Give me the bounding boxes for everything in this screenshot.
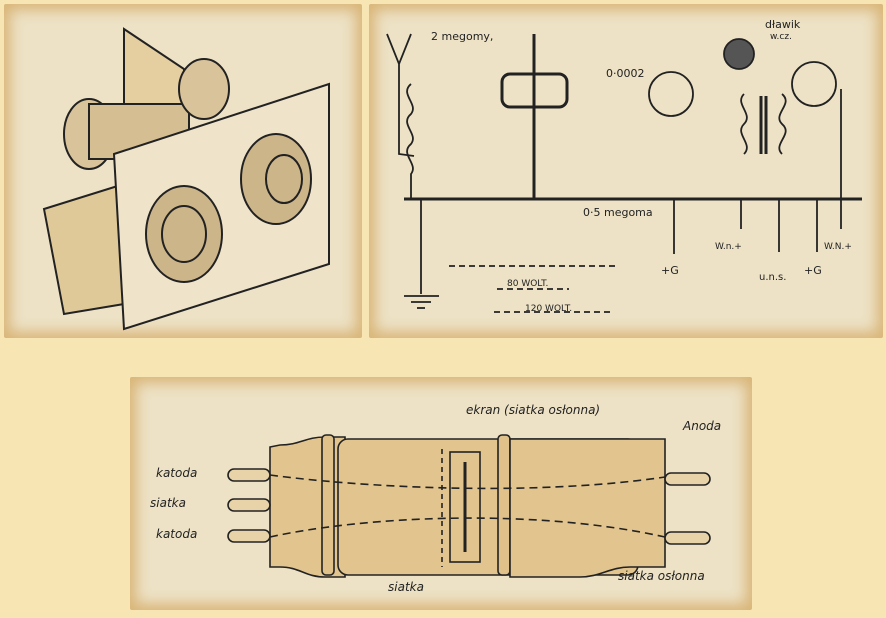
circuit-schematic-panel: 2 megomy, 0·0002 dławik w.cz. 0·5 megoma… xyxy=(369,4,883,338)
label-wcz: w.cz. xyxy=(770,32,792,42)
label-katoda-top: katoda xyxy=(156,466,198,480)
label-plus-g-2: +G xyxy=(804,264,822,277)
label-siatka-pin: siatka xyxy=(150,496,186,510)
label-capacitor-value: 0·0002 xyxy=(606,67,645,80)
label-wn-plus-2: W.N.+ xyxy=(824,242,852,252)
label-wn-plus-1: W.n.+ xyxy=(715,242,742,252)
schematic-drawing xyxy=(386,33,862,313)
label-2-megomy: 2 megomy, xyxy=(431,30,494,43)
apparatus-illustration-panel xyxy=(4,4,362,338)
label-anoda: Anoda xyxy=(683,419,722,433)
apparatus-drawing xyxy=(42,27,330,331)
tube-drawing xyxy=(227,434,711,578)
label-ekran: ekran (siatka osłonna) xyxy=(466,403,601,417)
label-siatka-oslonna: siatka osłonna xyxy=(618,569,705,583)
label-plus-g-1: +G xyxy=(661,264,679,277)
label-120-wolt: 120 WOLT. xyxy=(525,304,573,314)
label-siatka-bottom: siatka xyxy=(388,580,424,594)
label-katoda-bottom: katoda xyxy=(156,527,198,541)
label-dlawik: dławik xyxy=(765,18,801,31)
tube-illustration-panel: ekran (siatka osłonna) Anoda katoda siat… xyxy=(130,377,752,610)
label-uns: u.n.s. xyxy=(759,272,787,283)
label-80-wolt: 80 WOLT. xyxy=(507,279,549,289)
label-05-megoma: 0·5 megoma xyxy=(583,206,653,219)
